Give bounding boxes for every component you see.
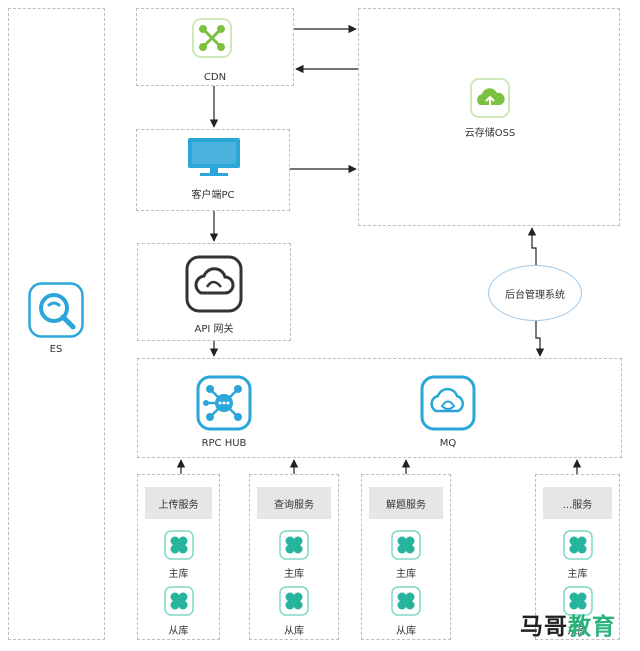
monitor-icon — [186, 136, 242, 182]
master-db-icon — [279, 530, 309, 564]
rpc-hub-icon — [196, 375, 252, 435]
slave-db-icon — [163, 586, 194, 620]
slave-db-label: 从库 — [168, 626, 189, 637]
es-label: ES — [49, 344, 63, 355]
admin-system-label: 后台管理系统 — [505, 289, 565, 301]
arrow-admin-to-oss — [527, 227, 537, 265]
master-db-icon — [562, 530, 593, 564]
slave-db-label: 从库 — [396, 626, 416, 637]
brand-watermark-b: 教育 — [568, 614, 616, 640]
slave-db-icon — [279, 586, 309, 620]
master-db-icon — [163, 530, 194, 564]
brand-watermark-a: 马哥 — [520, 614, 568, 640]
slave-db-icon — [391, 586, 421, 620]
api-gateway-icon — [185, 255, 243, 317]
service-title: 解题服务 — [369, 487, 443, 519]
master-db-label: 主库 — [396, 569, 416, 580]
rpc-hub-label: RPC HUB — [201, 438, 247, 449]
mq-label: MQ — [439, 438, 457, 449]
api-gateway-label: API 网关 — [194, 324, 234, 335]
oss-label: 云存储OSS — [464, 128, 516, 139]
es-search-icon — [28, 282, 84, 342]
slave-db-icon — [562, 586, 593, 620]
master-db-icon — [391, 530, 421, 564]
service-title: 查询服务 — [257, 487, 331, 519]
cloud-storage-icon — [470, 78, 510, 122]
cdn-network-icon — [192, 18, 232, 62]
master-db-label: 主库 — [284, 569, 304, 580]
cdn-label: CDN — [203, 72, 227, 83]
brand-watermark: 马哥教育 — [520, 607, 616, 641]
mq-icon — [420, 375, 476, 435]
master-db-label: 主库 — [168, 569, 189, 580]
master-db-label: 主库 — [567, 569, 588, 580]
slave-db-label: 从库 — [284, 626, 304, 637]
admin-system-node: 后台管理系统 — [488, 265, 582, 321]
client-label: 客户端PC — [191, 190, 235, 201]
arrow-admin-to-middleware — [535, 321, 545, 357]
slave-db-label: 从库 — [567, 626, 588, 637]
service-title: 上传服务 — [145, 487, 212, 519]
service-title: ...服务 — [543, 487, 612, 519]
